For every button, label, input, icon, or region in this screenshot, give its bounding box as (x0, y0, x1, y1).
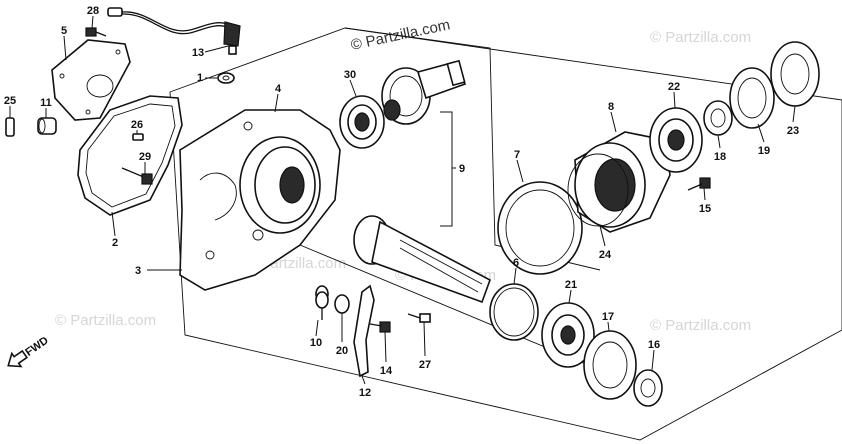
callout-28: 28 (87, 5, 99, 17)
callout-22: 22 (668, 81, 680, 93)
callout-17: 17 (602, 311, 614, 323)
leader-lines (9, 15, 796, 385)
callout-27: 27 (419, 359, 431, 371)
watermark: © Partzilla.com (650, 317, 751, 334)
dowel-11 (37, 117, 57, 135)
cover-plate-5 (51, 39, 131, 121)
callout-6: 6 (513, 257, 519, 269)
callout-10: 10 (310, 337, 322, 349)
washer-20 (334, 294, 350, 314)
callout-1: 1 (197, 72, 203, 84)
watermark: © Partzilla.com (55, 312, 156, 329)
callout-25: 25 (4, 95, 16, 107)
transmission-housing (179, 109, 341, 291)
callout-4: 4 (275, 83, 282, 95)
bearing-17 (583, 330, 637, 400)
callout-19: 19 (758, 145, 770, 157)
callout-13: 13 (192, 47, 204, 59)
spring-10 (315, 285, 329, 320)
callout-9: 9 (459, 163, 465, 175)
circlip-6 (489, 283, 539, 341)
callout-15: 15 (699, 203, 711, 215)
bearing-30 (339, 95, 385, 149)
pin-25 (5, 117, 15, 137)
bolt-29 (121, 167, 153, 185)
bolt-28 (85, 27, 107, 37)
callout-24: 24 (599, 249, 612, 261)
callout-12: 12 (359, 387, 371, 399)
callout-5: 5 (61, 25, 67, 37)
sensor-assembly (107, 7, 241, 55)
bearing-19 (729, 67, 775, 129)
callout-14: 14 (380, 365, 393, 377)
callout-23: 23 (787, 125, 799, 137)
callout-18: 18 (714, 151, 726, 163)
snap-ring-24 (567, 153, 629, 227)
bolt-27 (407, 313, 431, 323)
callout-21: 21 (565, 279, 577, 291)
watermark-main: © Partzilla.com (349, 16, 451, 54)
bolt-14 (369, 321, 391, 333)
callout-11: 11 (40, 97, 52, 109)
callout-29: 29 (139, 151, 151, 163)
callout-30: 30 (344, 69, 356, 81)
callout-8: 8 (608, 101, 614, 113)
callout-3: 3 (135, 265, 141, 277)
bearing-22 (649, 107, 703, 173)
nut-18 (703, 100, 733, 136)
callout-2: 2 (112, 237, 118, 249)
gear-shaft-upper (381, 59, 467, 125)
pin-26 (132, 133, 144, 141)
callout-16: 16 (648, 339, 660, 351)
watermark: © Partzilla.com (650, 29, 751, 46)
bolt-15 (687, 177, 711, 191)
gasket-7 (497, 181, 583, 275)
callout-labels: 28 5 13 1 25 11 26 29 2 4 3 30 9 22 8 18… (4, 5, 799, 399)
gasket-2 (77, 95, 183, 216)
forward-direction-indicator: FWD (7, 335, 51, 368)
nut-16 (633, 369, 663, 407)
callout-26: 26 (131, 119, 143, 131)
seal-23 (770, 41, 820, 107)
callout-7: 7 (514, 149, 520, 161)
callout-20: 20 (336, 345, 348, 357)
lever-12 (353, 284, 375, 378)
fwd-label: FWD (23, 335, 50, 359)
bearing-21 (541, 302, 595, 368)
washer-1 (217, 72, 235, 84)
gear-shaft-lower (353, 215, 491, 304)
bearing-cover-8 (574, 131, 671, 233)
